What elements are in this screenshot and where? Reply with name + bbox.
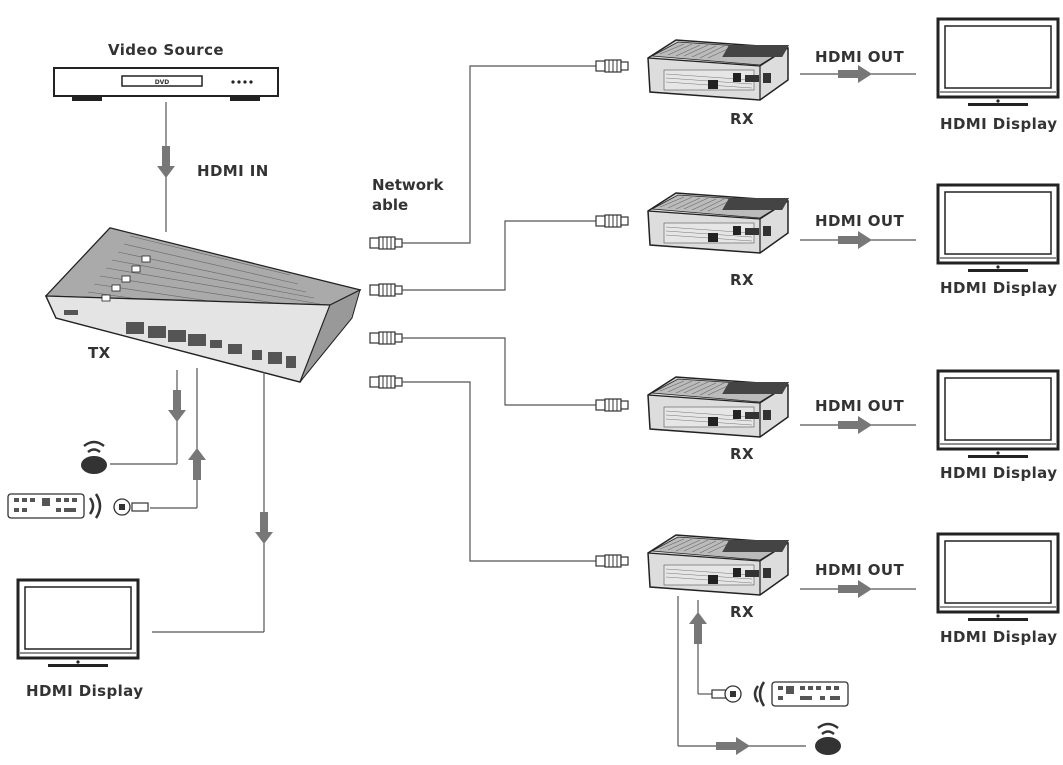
- rx-plug-1: [595, 59, 629, 73]
- hdmi-display-3: [936, 369, 1060, 460]
- ir-up-arrow: [188, 448, 206, 480]
- remote-control-icon: [7, 493, 102, 519]
- hdmi-display-4: [936, 532, 1060, 623]
- rx-unit-3: [647, 376, 790, 438]
- hdmi-out-label-3: HDMI OUT: [815, 397, 904, 415]
- display-label-4: HDMI Display: [940, 628, 1057, 646]
- network-cable-label-line1: Network: [372, 176, 444, 194]
- hdmi-display-1: [936, 17, 1060, 108]
- rx-label-3: RX: [730, 445, 754, 463]
- rx-ir-up-arrow: [689, 612, 707, 644]
- hdmi-out-arrow-4: [838, 580, 872, 598]
- rx-unit-4: [647, 534, 790, 596]
- rx-label-4: RX: [730, 603, 754, 621]
- tx-unit: [44, 227, 362, 383]
- display-label-3: HDMI Display: [940, 464, 1057, 482]
- display-label-2: HDMI Display: [940, 279, 1057, 297]
- dvd-slot-label: DVD: [155, 79, 170, 86]
- hdmi-out-label-4: HDMI OUT: [815, 561, 904, 579]
- network-cable-label-line2: able: [372, 196, 408, 214]
- tx-plug-1: [369, 236, 403, 250]
- ir-down-arrow: [168, 390, 186, 422]
- rx-label-2: RX: [730, 271, 754, 289]
- ir-receiver-icon: [113, 498, 149, 516]
- hdmi-in-label: HDMI IN: [197, 162, 269, 180]
- tx-plug-2: [369, 283, 403, 297]
- rx-unit-1: [647, 39, 790, 101]
- local-display-label: HDMI Display: [26, 682, 143, 700]
- rx-label-1: RX: [730, 110, 754, 128]
- rx-plug-3: [595, 398, 629, 412]
- rx-ir-right-arrow: [716, 737, 750, 755]
- rx-ir-emitter-icon: [815, 722, 841, 755]
- rx-unit-2: [647, 192, 790, 254]
- video-source-label: Video Source: [108, 41, 224, 59]
- rx-plug-4: [595, 554, 629, 568]
- hdmi-out-arrow-2: [838, 231, 872, 249]
- display-label-1: HDMI Display: [940, 115, 1057, 133]
- rx-ir-receiver-icon: [711, 685, 742, 703]
- hdmi-display-2: [936, 183, 1060, 274]
- hdmi-out-arrow-1: [838, 65, 872, 83]
- rx-remote-control-icon: [753, 681, 849, 707]
- rx-plug-2: [595, 214, 629, 228]
- hdmi-out-label-2: HDMI OUT: [815, 212, 904, 230]
- hdmi-in-arrow: [157, 146, 175, 178]
- local-hdmi-arrow: [255, 512, 273, 544]
- hdmi-out-label-1: HDMI OUT: [815, 48, 904, 66]
- tx-plug-4: [369, 375, 403, 389]
- ir-emitter-icon: [81, 440, 107, 474]
- local-hdmi-display: [16, 578, 140, 669]
- hdmi-out-arrow-3: [838, 416, 872, 434]
- dvd-player: DVD: [53, 67, 279, 101]
- tx-label: TX: [88, 344, 111, 362]
- tx-plug-3: [369, 331, 403, 345]
